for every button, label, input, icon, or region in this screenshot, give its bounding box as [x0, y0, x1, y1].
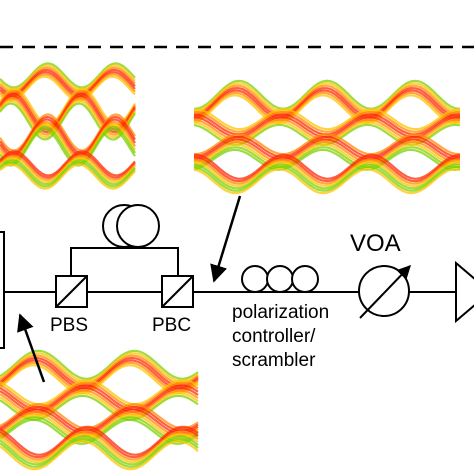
- eye-trace: [0, 62, 136, 89]
- eye-trace: [0, 408, 199, 435]
- eye-trace: [0, 154, 136, 181]
- polarization-label-line1: polarization: [232, 302, 329, 323]
- eye-trace: [0, 430, 199, 461]
- eye-trace: [193, 138, 460, 161]
- eye-trace: [193, 84, 461, 115]
- pbs-component: [55, 275, 88, 308]
- eye-trace: [0, 156, 136, 184]
- polarization-label-line2: controller/: [232, 326, 316, 347]
- eye-trace: [193, 82, 461, 113]
- eye-trace: [0, 435, 199, 466]
- eye-trace: [0, 102, 136, 141]
- eye-trace: [0, 354, 199, 385]
- eye-trace: [0, 152, 136, 179]
- eye-diagram-top-right: [193, 79, 461, 195]
- amplifier-icon: [455, 260, 474, 324]
- eye-trace: [0, 161, 136, 188]
- polarization-controller-icon: [241, 265, 319, 293]
- eye-trace: [0, 64, 136, 91]
- eye-trace: [0, 66, 136, 93]
- pointer-arrow-top: [210, 195, 242, 283]
- eye-trace: [0, 440, 199, 471]
- eye-trace: [0, 379, 199, 406]
- eye-trace: [0, 159, 136, 186]
- eye-trace: [193, 153, 461, 180]
- eye-trace: [193, 91, 461, 122]
- eye-trace: [193, 163, 461, 190]
- transmitter-block: [0, 231, 5, 349]
- eye-diagram-top-left: [0, 62, 136, 190]
- eye-trace: [193, 110, 461, 133]
- eye-trace: [193, 94, 461, 125]
- eye-trace: [193, 79, 461, 110]
- eye-trace: [0, 432, 199, 464]
- eye-trace: [0, 71, 136, 98]
- eye-trace: [193, 108, 461, 131]
- delay-branch: [70, 247, 179, 276]
- eye-trace: [0, 437, 199, 468]
- pointer-arrow-bottom: [17, 313, 46, 383]
- pbs-label: PBS: [50, 315, 88, 336]
- eye-trace: [193, 146, 461, 169]
- eye-trace: [0, 113, 136, 152]
- voa-icon: [358, 264, 411, 319]
- eye-trace: [0, 403, 199, 430]
- eye-trace: [193, 160, 461, 188]
- pbc-label: PBC: [152, 315, 191, 336]
- eye-trace: [193, 89, 461, 120]
- eye-trace: [0, 381, 199, 408]
- eye-trace: [193, 148, 461, 171]
- eye-trace: [193, 133, 461, 156]
- pbc-component: [161, 275, 194, 308]
- polarization-label-line3: scrambler: [232, 350, 316, 371]
- eye-trace: [193, 165, 461, 192]
- eye-trace: [193, 168, 461, 195]
- eye-trace: [0, 428, 199, 459]
- eye-trace: [193, 140, 461, 164]
- eye-trace: [0, 356, 199, 387]
- eye-trace: [193, 143, 461, 166]
- eye-trace: [0, 163, 136, 190]
- eye-trace: [0, 150, 136, 177]
- eye-trace: [193, 158, 461, 185]
- eye-trace: [0, 359, 199, 390]
- fiber-spool-icon: [102, 204, 160, 248]
- eye-trace: [0, 68, 136, 96]
- eye-trace: [0, 425, 199, 456]
- eye-trace: [193, 156, 461, 183]
- eye-trace: [193, 135, 461, 158]
- voa-label: VOA: [350, 230, 401, 257]
- eye-trace: [0, 405, 199, 432]
- eye-trace: [193, 86, 461, 118]
- eye-diagram-bottom-left: [0, 349, 199, 471]
